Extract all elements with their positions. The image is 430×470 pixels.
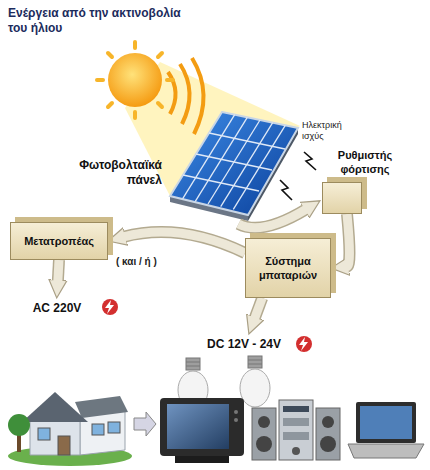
flow-arrow [58, 260, 59, 282]
charge-controller: Ρυθμιστής φόρτισης [320, 148, 410, 214]
voltage-label: AC 220V [33, 301, 82, 316]
lightning-bolt [280, 152, 316, 200]
house [8, 392, 132, 466]
power-icon [102, 299, 312, 352]
box-label: Μετατροπέας [24, 234, 94, 248]
battery-box: Σύστημα μπαταριών [245, 238, 331, 298]
panel-node: Φωτοβολταϊκά πάνελ [70, 108, 304, 224]
flow-note: Ηλεκτρική ισχύς [302, 120, 352, 142]
label-holder: ( και / ή ) [116, 256, 186, 268]
option-note: ( και / ή ) [116, 256, 186, 268]
arrow-outline [124, 232, 246, 253]
title-note: Ενέργεια από την ακτινοβολία του ήλιου [8, 6, 183, 36]
arrow-outline [239, 209, 307, 228]
feed-arrow [134, 412, 156, 436]
panel-label: Φωτοβολταϊκά πάνελ [70, 158, 162, 188]
stereo [252, 400, 340, 460]
arrow-outline [254, 298, 262, 319]
controller-box [322, 182, 362, 214]
television [160, 398, 244, 463]
output-node: AC 220V [18, 298, 96, 319]
solar-panel [170, 112, 298, 221]
arrow-body [347, 214, 350, 267]
flow-arrow [347, 214, 350, 267]
arrow-body [239, 209, 307, 228]
flow-arrow [254, 298, 262, 319]
controller-label: Ρυθμιστής φόρτισης [320, 148, 410, 176]
arrow-outline [58, 260, 59, 282]
flow-arrow [124, 232, 246, 253]
label-holder: Ηλεκτρική ισχύς [302, 120, 352, 142]
label-holder: Ενέργεια από την ακτινοβολία του ήλιου [8, 6, 183, 36]
inverter-box: Μετατροπέας [10, 222, 108, 260]
laptop [348, 402, 424, 458]
output-node: DC 12V - 24V [196, 334, 292, 355]
arrow-body [58, 260, 59, 282]
arrow-outline [347, 214, 350, 267]
voltage-label: DC 12V - 24V [207, 337, 281, 352]
arrow-body [254, 298, 262, 319]
flow-arrow [239, 209, 307, 228]
box-label: Σύστημα μπαταριών [250, 254, 326, 282]
arrow-body [124, 232, 246, 253]
sun [97, 42, 173, 118]
